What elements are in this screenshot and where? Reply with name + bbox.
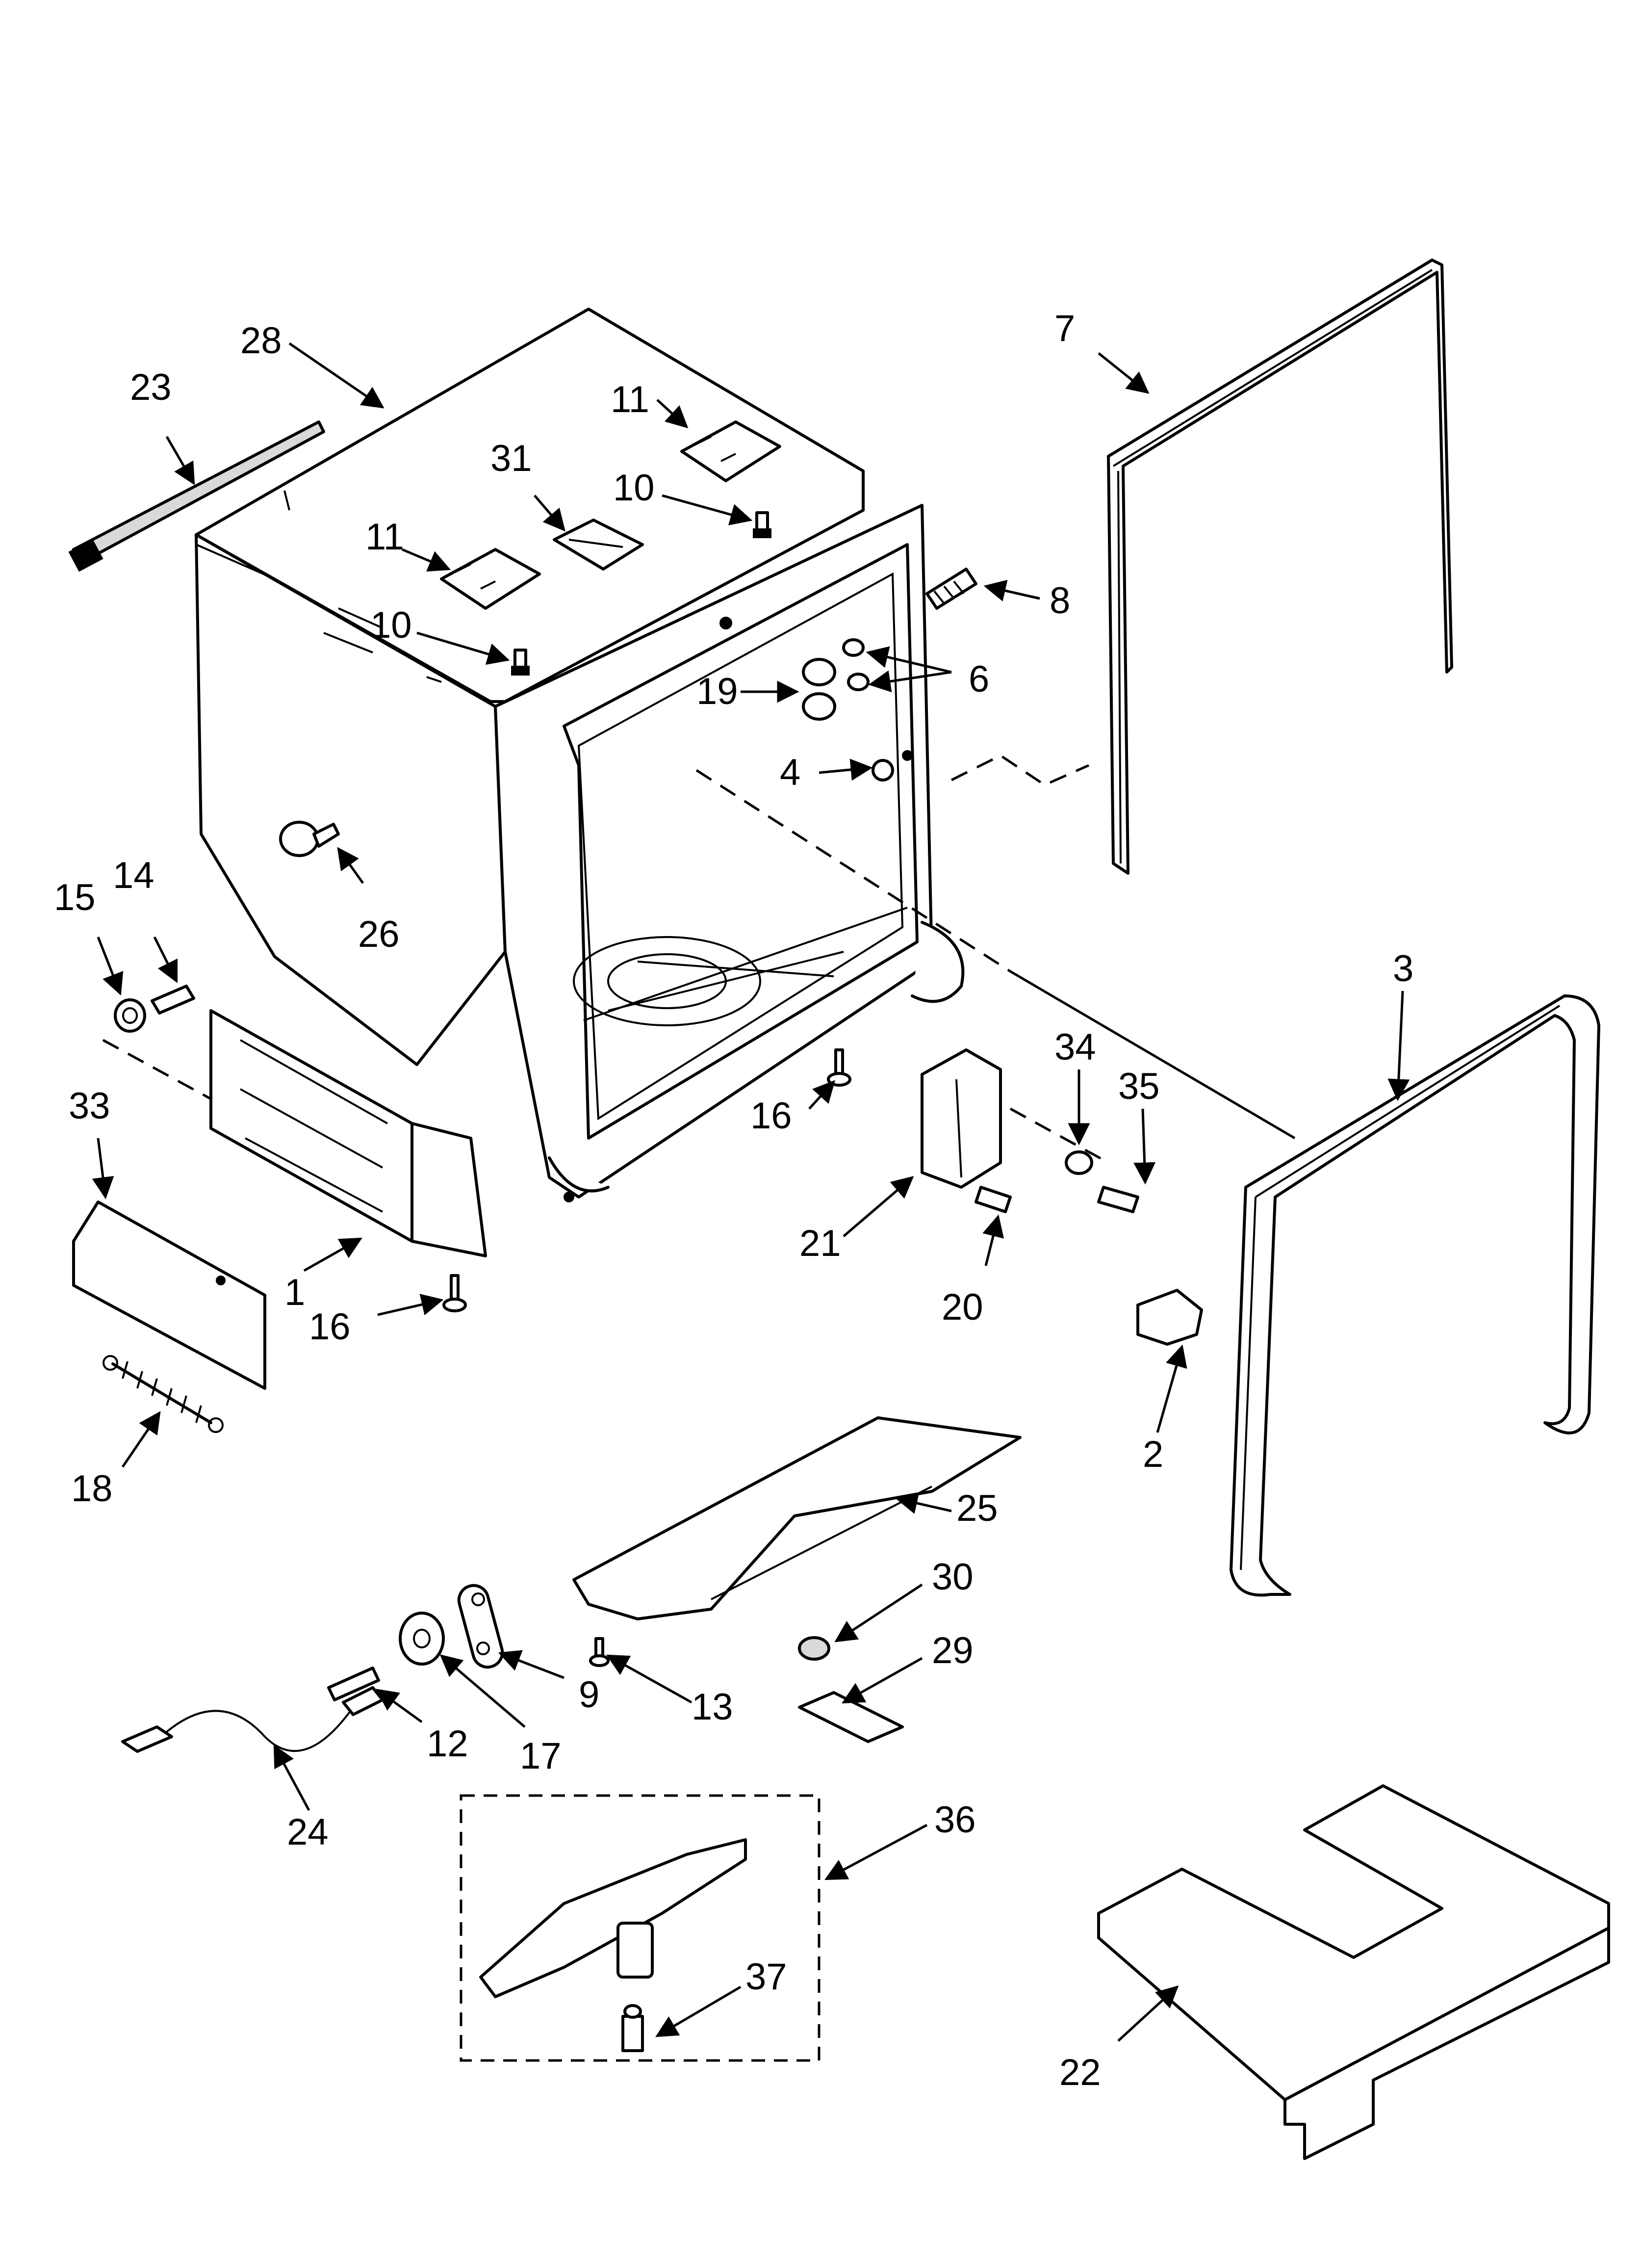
- callout-10-right: 10: [613, 467, 655, 509]
- clip-31: [553, 519, 644, 571]
- callout-7: 7: [1054, 308, 1075, 349]
- screw-10-right: [753, 511, 771, 538]
- spring-18: [103, 1355, 224, 1433]
- callout-19: 19: [696, 671, 738, 712]
- leg-16-left: [442, 1274, 467, 1312]
- tie-strap: [68, 420, 325, 572]
- leader-lines: [92, 342, 1410, 2042]
- bracket-29: [798, 1691, 904, 1743]
- shield-25: [572, 1416, 1022, 1620]
- callout-12: 12: [427, 1723, 468, 1765]
- washers-6: [842, 638, 870, 691]
- callout-13: 13: [692, 1686, 733, 1728]
- screw-10-left: [511, 649, 530, 676]
- callout-26: 26: [358, 913, 400, 955]
- assembly-36-boundary: [460, 1794, 821, 2062]
- callout-28: 28: [240, 320, 282, 362]
- wire-24: [121, 1686, 384, 1753]
- callout-20: 20: [942, 1286, 983, 1328]
- callout-17: 17: [520, 1735, 562, 1777]
- bracket-21: [921, 1048, 1002, 1189]
- callout-8: 8: [1050, 580, 1070, 622]
- callout-16-right: 16: [750, 1095, 792, 1137]
- thermostat-30: [798, 1636, 830, 1661]
- alignment-line-tub-solid: [1009, 970, 1296, 1140]
- callout-24: 24: [287, 1811, 329, 1853]
- alignment-line-left: [102, 1039, 212, 1100]
- callout-36: 36: [934, 1799, 976, 1841]
- callout-2: 2: [1143, 1434, 1163, 1475]
- callout-18: 18: [71, 1468, 113, 1510]
- callout-35: 35: [1118, 1066, 1160, 1107]
- hinge-bracket-left: [440, 548, 541, 610]
- screw-13: [589, 1637, 610, 1667]
- callout-25: 25: [956, 1487, 998, 1529]
- callout-21: 21: [799, 1223, 841, 1264]
- screw-35: [1097, 1186, 1139, 1213]
- callout-3: 3: [1393, 948, 1413, 990]
- screw-14: [151, 985, 195, 1015]
- tub-assembly: [195, 308, 965, 1257]
- sensor-37: [621, 2004, 644, 2052]
- tub-gasket-u: [1230, 994, 1600, 1597]
- callout-9: 9: [579, 1674, 599, 1716]
- door-gasket-top: [1107, 259, 1453, 875]
- callout-30: 30: [932, 1556, 974, 1598]
- alignment-line-bracket: [1009, 1107, 1109, 1164]
- callout-34: 34: [1054, 1026, 1096, 1068]
- alignment-line-gasket: [950, 754, 1090, 786]
- pulley-17: [399, 1612, 445, 1666]
- bumpers-19: [802, 658, 836, 721]
- screw-20: [975, 1186, 1012, 1213]
- callout-31: 31: [490, 438, 532, 479]
- clip-2: [1136, 1289, 1203, 1346]
- callout-16-left: 16: [309, 1306, 351, 1348]
- callout-6: 6: [969, 658, 989, 700]
- callout-15: 15: [54, 877, 96, 918]
- callout-11-right: 11: [611, 379, 649, 420]
- plug-4: [872, 759, 894, 782]
- hinge-bracket-right: [680, 420, 781, 482]
- nut-15: [114, 998, 146, 1033]
- callout-14: 14: [113, 855, 154, 896]
- callout-29: 29: [932, 1630, 974, 1671]
- panel-33: [72, 1200, 266, 1390]
- link-9: [457, 1584, 504, 1669]
- callout-23: 23: [130, 366, 172, 408]
- callout-4: 4: [780, 752, 800, 793]
- callout-22: 22: [1059, 2052, 1101, 2093]
- callout-10-left: 10: [370, 604, 412, 646]
- housing-36: [479, 1838, 747, 1998]
- callout-11-left: 11: [365, 516, 404, 558]
- alignment-line-tub: [695, 769, 1011, 973]
- nut-34: [1065, 1150, 1093, 1175]
- callout-33: 33: [69, 1085, 110, 1127]
- screw-8: [925, 568, 977, 610]
- callout-1: 1: [284, 1272, 305, 1313]
- callout-37: 37: [745, 1956, 787, 1998]
- plug-26: [279, 821, 340, 857]
- blanket-22: [1097, 1784, 1610, 2160]
- screw-12: [327, 1667, 380, 1701]
- leg-16-right: [827, 1048, 851, 1087]
